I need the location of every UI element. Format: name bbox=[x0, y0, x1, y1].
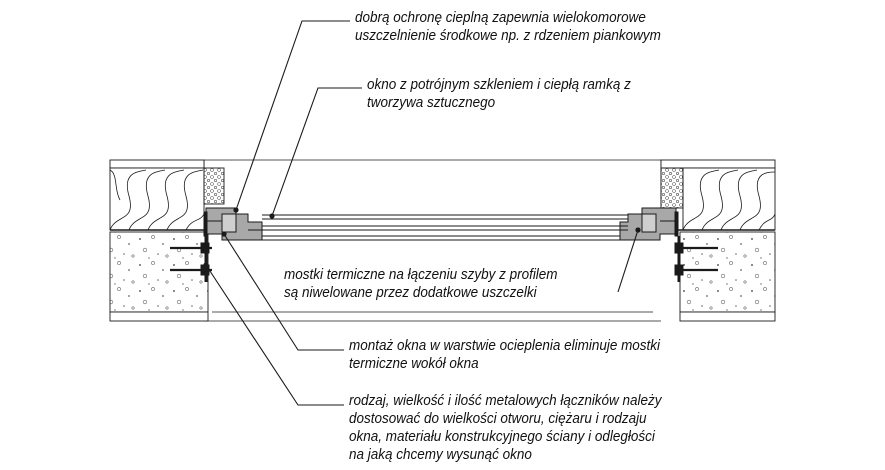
annotation-glazing: okno z potrójnym szkleniem i ciepłą ramk… bbox=[367, 77, 631, 111]
opening-outline bbox=[203, 159, 662, 322]
right-wall bbox=[660, 159, 776, 322]
left-insulation bbox=[109, 167, 205, 231]
leader-anchors bbox=[205, 264, 344, 406]
right-insulation-pattern bbox=[682, 169, 776, 231]
annotation-thermal-bridges: mostki termiczne na łączeniu szyby z pro… bbox=[284, 267, 558, 301]
right-window-frame bbox=[619, 207, 679, 241]
left-window-frame bbox=[203, 207, 263, 241]
leader-bridges bbox=[617, 229, 639, 293]
left-concrete bbox=[109, 231, 209, 313]
left-insulation-pattern bbox=[109, 169, 205, 231]
annotation-seal: dobrą ochronę cieplną zapewnia wielokomo… bbox=[355, 10, 661, 44]
leader-lines bbox=[205, 20, 639, 406]
leader-glazing bbox=[271, 87, 362, 217]
right-concrete bbox=[679, 231, 776, 313]
triple-glazing bbox=[262, 214, 628, 241]
leader-seal bbox=[235, 20, 350, 211]
annotation-anchors: rodzaj, wielkość i ilość metalowych łącz… bbox=[349, 393, 662, 463]
annotation-mounting: montaż okna w warstwie ocieplenia elimin… bbox=[349, 338, 661, 372]
leader-dots bbox=[203, 207, 641, 268]
leader-mounting bbox=[223, 233, 344, 351]
right-metal-anchors bbox=[674, 236, 718, 282]
